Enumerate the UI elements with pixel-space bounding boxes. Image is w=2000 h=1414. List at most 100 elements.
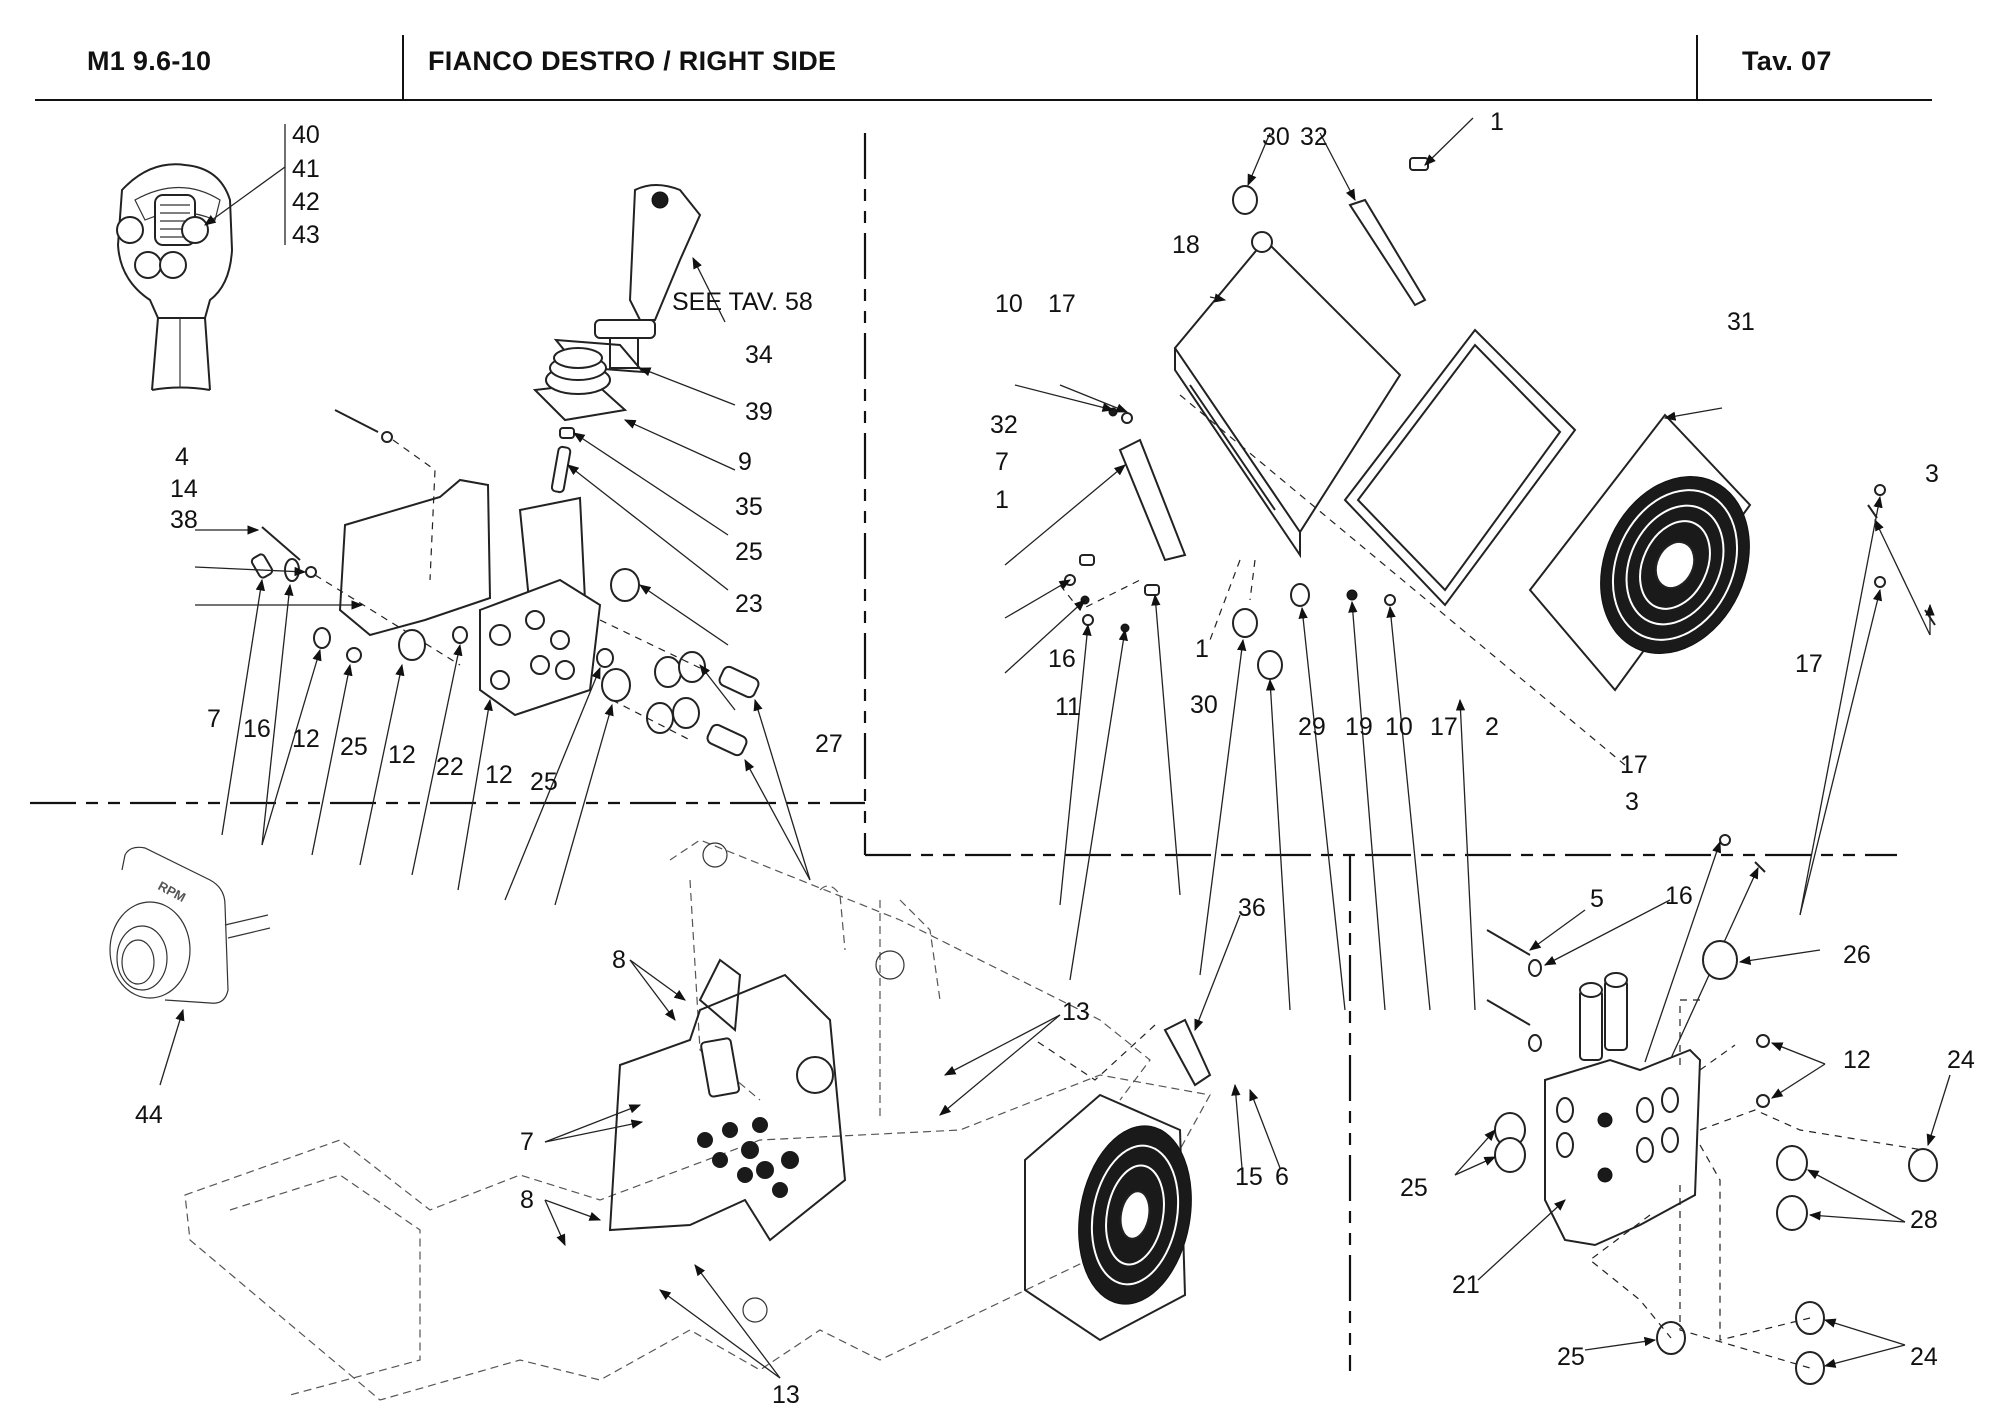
callout-15: 15 bbox=[1235, 1163, 1263, 1191]
fan-shroud bbox=[1528, 413, 1752, 692]
pin bbox=[559, 427, 575, 439]
callout-9: 9 bbox=[738, 448, 752, 476]
spool-valve-block bbox=[1544, 972, 1702, 1247]
callout-19: 19 bbox=[1345, 713, 1373, 741]
bolt bbox=[261, 526, 301, 561]
callout-16: 16 bbox=[1665, 882, 1693, 910]
callout-10: 10 bbox=[1385, 713, 1413, 741]
callout-43: 43 bbox=[292, 221, 320, 249]
valve-fittings bbox=[1494, 940, 1938, 1385]
valve-section: 5 16 26 12 24 25 28 21 25 24 bbox=[1400, 882, 1975, 1385]
callout-17: 17 bbox=[1795, 650, 1823, 678]
washer bbox=[381, 431, 393, 443]
callout-6: 6 bbox=[1275, 1163, 1289, 1191]
bracket-36 bbox=[1163, 1018, 1212, 1087]
callout-25: 25 bbox=[340, 733, 368, 761]
callout-14: 14 bbox=[170, 475, 198, 503]
bracket-32-left bbox=[1118, 438, 1187, 562]
callout-2: 2 bbox=[1485, 713, 1499, 741]
callout-17: 17 bbox=[1430, 713, 1458, 741]
callout-24: 24 bbox=[1947, 1046, 1975, 1074]
machine-frame-ghost bbox=[184, 839, 1211, 1401]
callout-22: 22 bbox=[436, 753, 464, 781]
callout-12: 12 bbox=[292, 725, 320, 753]
control-valve bbox=[479, 496, 602, 717]
fan bbox=[1600, 476, 1750, 654]
rpm-knob: RPM bbox=[109, 846, 271, 1004]
rubber-boot bbox=[532, 347, 628, 422]
callout-11: 11 bbox=[1055, 693, 1081, 721]
callout-12: 12 bbox=[1843, 1046, 1871, 1074]
callout-31: 31 bbox=[1727, 308, 1755, 336]
joystick-section: 40 41 42 43 SEE TAV. 58 bbox=[116, 121, 843, 906]
mounted-cooler bbox=[1024, 1093, 1192, 1342]
washer bbox=[1528, 1034, 1542, 1052]
callout-5: 5 bbox=[1590, 885, 1604, 913]
callout-12: 12 bbox=[485, 761, 513, 789]
callout-42: 42 bbox=[292, 188, 320, 216]
model-code: M1 9.6-10 bbox=[87, 46, 212, 76]
cap-30 bbox=[1232, 608, 1258, 638]
callout-35: 35 bbox=[735, 493, 763, 521]
callout-23: 23 bbox=[735, 590, 763, 618]
callout-36: 36 bbox=[1238, 894, 1266, 922]
callout-13: 13 bbox=[772, 1381, 800, 1409]
callout-3: 3 bbox=[1925, 460, 1939, 488]
callout-8: 8 bbox=[520, 1186, 534, 1214]
callout-4: 4 bbox=[175, 443, 189, 471]
callout-25: 25 bbox=[1400, 1174, 1428, 1202]
callout-17: 17 bbox=[1620, 751, 1648, 779]
leader-see-tav bbox=[692, 256, 726, 323]
callout-30: 30 bbox=[1190, 691, 1218, 719]
page-title: FIANCO DESTRO / RIGHT SIDE bbox=[428, 46, 837, 76]
bolt bbox=[1486, 999, 1531, 1026]
callout-7: 7 bbox=[995, 448, 1009, 476]
callout-1: 1 bbox=[995, 486, 1009, 514]
callout-13: 13 bbox=[1062, 998, 1090, 1026]
radiator bbox=[1173, 238, 1402, 534]
table-number: Tav. 07 bbox=[1742, 46, 1832, 76]
washer bbox=[305, 566, 317, 578]
bracket-32-top bbox=[1348, 198, 1427, 307]
bracket bbox=[338, 478, 492, 637]
screw bbox=[250, 553, 274, 579]
bolt bbox=[334, 409, 379, 433]
callout-8: 8 bbox=[612, 946, 626, 974]
callout-39: 39 bbox=[745, 398, 773, 426]
section-dividers bbox=[30, 133, 1897, 1371]
callout-25: 25 bbox=[1557, 1343, 1585, 1371]
washer bbox=[313, 627, 331, 649]
title-block bbox=[35, 35, 1932, 101]
joystick-handle bbox=[594, 184, 702, 369]
callout-44: 44 bbox=[135, 1101, 163, 1129]
fitting-19 bbox=[1290, 583, 1310, 607]
fitting-29 bbox=[1257, 650, 1283, 680]
callout-1: 1 bbox=[1195, 635, 1209, 663]
callout-12: 12 bbox=[388, 741, 416, 769]
callout-7: 7 bbox=[207, 705, 221, 733]
callout-16: 16 bbox=[1048, 645, 1076, 673]
push-rod bbox=[550, 445, 572, 494]
fittings bbox=[398, 568, 760, 757]
callout-3: 3 bbox=[1625, 788, 1639, 816]
callout-32: 32 bbox=[990, 411, 1018, 439]
callout-29: 29 bbox=[1298, 713, 1326, 741]
callout-18: 18 bbox=[1172, 231, 1200, 259]
rpm-text: RPM bbox=[156, 878, 189, 905]
callout-25: 25 bbox=[735, 538, 763, 566]
callout-21: 21 bbox=[1452, 1271, 1480, 1299]
reference-note: SEE TAV. 58 bbox=[672, 288, 813, 316]
cap-30 bbox=[1232, 185, 1258, 215]
callout-10: 10 bbox=[995, 290, 1023, 318]
callout-7: 7 bbox=[520, 1128, 534, 1156]
callout-17: 17 bbox=[1048, 290, 1076, 318]
callout-32: 32 bbox=[1300, 123, 1328, 151]
nut bbox=[346, 647, 362, 663]
callout-25: 25 bbox=[530, 768, 558, 796]
joystick-grip-front-view bbox=[116, 163, 234, 391]
callout-24: 24 bbox=[1910, 1343, 1938, 1371]
callout-27: 27 bbox=[815, 730, 843, 758]
bolt bbox=[1486, 929, 1531, 956]
callout-40: 40 bbox=[292, 121, 320, 149]
